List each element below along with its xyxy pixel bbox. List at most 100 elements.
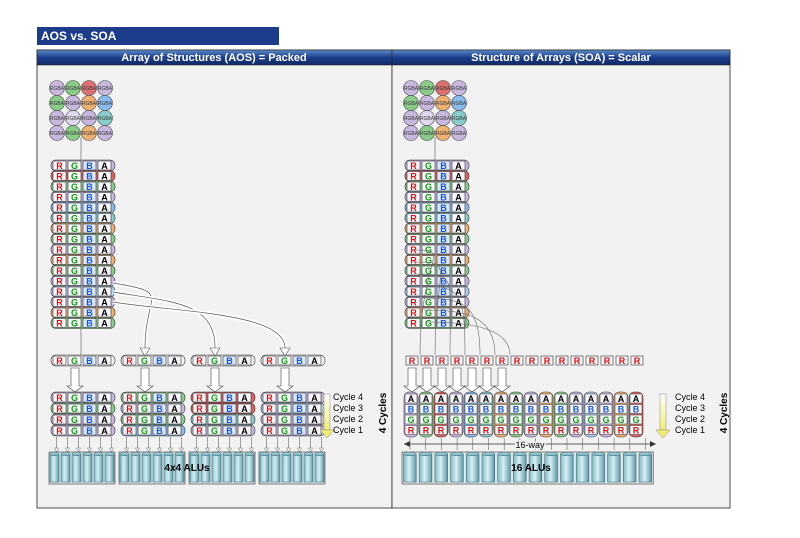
aos-row-box xyxy=(82,192,97,202)
aos-row-letter: B xyxy=(86,287,93,297)
aos-packed-row-box xyxy=(67,425,82,436)
aos-alu-bank-alu xyxy=(303,453,314,483)
aos-row-letter: B xyxy=(86,245,93,255)
soa-circle-label: RGBA xyxy=(420,101,435,107)
soa-cell xyxy=(479,404,493,414)
aos-alu-bank-alu-top xyxy=(104,452,115,457)
soa-row-letter: B xyxy=(440,224,447,234)
soa-row-letter: G xyxy=(425,203,432,213)
aos-row-letter: R xyxy=(56,245,63,255)
soa-cell-letter: G xyxy=(452,415,459,425)
aos-single-row-box xyxy=(52,355,67,366)
soa-alu-top xyxy=(591,452,605,457)
aos-circle-label: RGBA xyxy=(82,131,97,137)
aos-row-box xyxy=(52,276,67,286)
aos-packed-row-letter: R xyxy=(56,426,63,436)
soa-row-box xyxy=(406,297,421,307)
soa-circle-label: RGBA xyxy=(404,101,419,107)
aos-single-row-letter: A xyxy=(171,356,178,366)
soa-r-letter: R xyxy=(499,356,506,366)
soa-row-box xyxy=(406,223,421,234)
soa-row-box xyxy=(421,171,436,181)
soa-cell xyxy=(539,393,553,404)
soa-row-letter: A xyxy=(455,277,462,287)
aos-packed-row-letter: A xyxy=(101,426,108,436)
soa-lane-curve xyxy=(421,297,481,356)
soa-row-box xyxy=(406,318,421,328)
soa-row-letter: R xyxy=(410,287,417,297)
soa-row-letter: R xyxy=(410,214,417,224)
aos-row-letter: A xyxy=(101,319,108,329)
aos-row-box xyxy=(82,297,97,307)
aos-down-arrow xyxy=(66,367,84,393)
soa-row-box xyxy=(451,234,466,244)
soa-alu xyxy=(560,453,574,483)
soa-row-letter: A xyxy=(455,235,462,245)
soa-cell-letter: G xyxy=(482,415,489,425)
soa-row-box xyxy=(421,181,436,192)
soa-cell xyxy=(449,404,463,414)
aos-alu-arrow-head xyxy=(238,447,243,453)
soa-cell-letter: G xyxy=(572,415,579,425)
aos-row-letter: B xyxy=(86,298,93,308)
aos-packed-row-letter: A xyxy=(171,415,178,425)
aos-row-letter: R xyxy=(56,235,63,245)
aos-single-row-letter: R xyxy=(126,356,133,366)
aos-alu-bank-alu xyxy=(141,453,152,483)
soa-row-box xyxy=(436,255,451,265)
aos-circle-label: RGBA xyxy=(98,86,113,92)
aos-packed-row-letter: R xyxy=(126,426,133,436)
aos-row-box xyxy=(97,286,112,297)
soa-r-box xyxy=(585,355,599,366)
soa-r-box xyxy=(540,355,554,366)
soa-row-box xyxy=(436,202,451,213)
aos-row-letter: R xyxy=(56,193,63,203)
soa-r-box xyxy=(615,355,629,366)
soa-row-box xyxy=(421,160,436,171)
aos-row-letter: B xyxy=(86,193,93,203)
aos-packed-row-box xyxy=(52,414,67,425)
soa-cell-letter: R xyxy=(588,426,595,436)
aos-packed-row-box xyxy=(237,414,252,425)
soa-alu-top xyxy=(403,452,417,457)
aos-packed-row-letter: A xyxy=(101,393,108,403)
aos-alu-bank-alu xyxy=(104,453,115,483)
soa-r-letter: R xyxy=(559,356,566,366)
soa-cycle-bar xyxy=(659,393,667,431)
soa-row-box xyxy=(451,244,466,255)
soa-circle-label: RGBA xyxy=(452,131,467,137)
soa-cell-letter: G xyxy=(557,415,564,425)
aos-alu-bank-alu xyxy=(152,453,163,483)
aos-packed-row-letter: R xyxy=(126,393,133,403)
aos-packed-row-box xyxy=(292,403,307,414)
soa-row-box xyxy=(421,297,436,307)
aos-packed-row-box xyxy=(192,403,207,414)
aos-single-row-box xyxy=(207,355,222,366)
soa-down-arrow xyxy=(493,367,511,393)
aos-alu-arrow-head xyxy=(275,447,280,453)
soa-row-letter: G xyxy=(425,235,432,245)
soa-row-letter: B xyxy=(440,298,447,308)
soa-row-box xyxy=(421,265,436,276)
soa-r-letter: R xyxy=(589,356,596,366)
soa-cell xyxy=(419,425,433,435)
soa-cycle-1: Cycle 1 xyxy=(675,425,705,435)
soa-r-box xyxy=(450,355,464,366)
soa-circle xyxy=(419,125,435,141)
soa-row-letter: G xyxy=(425,172,432,182)
soa-cell xyxy=(404,404,418,414)
soa-row-box xyxy=(451,223,466,234)
soa-row-letter: G xyxy=(425,319,432,329)
aos-single-row-box xyxy=(137,355,152,366)
soa-row-box xyxy=(406,213,421,223)
soa-row-box xyxy=(451,171,466,181)
soa-cell xyxy=(509,414,523,425)
soa-cell xyxy=(464,404,478,414)
aos-alu-bank-alu-top xyxy=(60,452,71,457)
aos-row-box xyxy=(52,255,67,265)
aos-row-letter: G xyxy=(71,277,78,287)
soa-cell-letter: B xyxy=(498,405,505,415)
aos-alu-arrow-head xyxy=(98,447,103,453)
soa-row-box xyxy=(406,276,421,286)
aos-row-letter: R xyxy=(56,172,63,182)
